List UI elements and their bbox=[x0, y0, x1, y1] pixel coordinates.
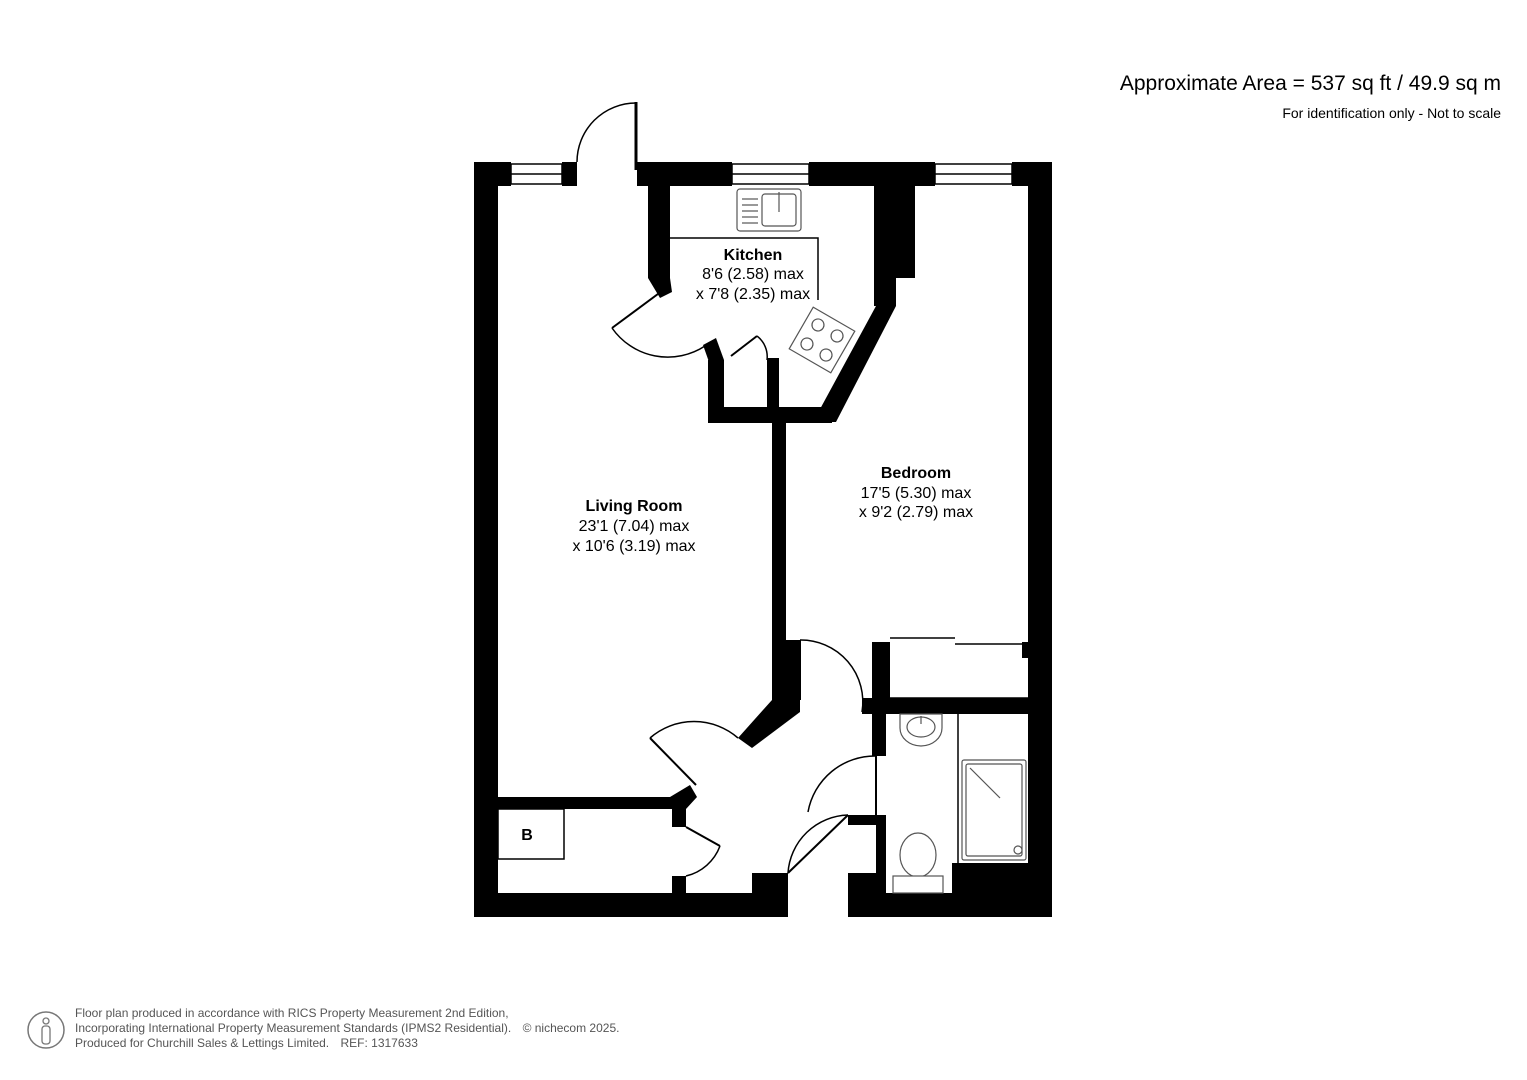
area-title: Approximate Area = 537 sq ft / 49.9 sq m bbox=[1119, 72, 1501, 95]
basin-icon bbox=[899, 713, 943, 747]
bedroom-name: Bedroom bbox=[881, 465, 951, 482]
windows bbox=[510, 163, 1013, 185]
copyright: © nichecom 2025. bbox=[522, 1021, 620, 1035]
room-living: Living Room 23'1 (7.04) max x 10'6 (3.19… bbox=[572, 498, 695, 555]
toilet-icon bbox=[892, 832, 944, 894]
footer-line3: Produced for Churchill Sales & Lettings … bbox=[75, 1036, 330, 1050]
doors bbox=[497, 102, 1028, 877]
scale-note: For identification only - Not to scale bbox=[1282, 105, 1501, 121]
sink-icon bbox=[736, 188, 802, 232]
living-dim1: 23'1 (7.04) max bbox=[579, 518, 690, 535]
walls bbox=[474, 162, 1052, 917]
footer: Floor plan produced in accordance with R… bbox=[75, 1006, 619, 1051]
living-name: Living Room bbox=[586, 498, 683, 515]
bedroom-dim1: 17'5 (5.30) max bbox=[861, 485, 972, 502]
hob-icon bbox=[788, 306, 856, 374]
footer-line2: Incorporating International Property Mea… bbox=[75, 1021, 512, 1035]
footer-line1: Floor plan produced in accordance with R… bbox=[75, 1006, 509, 1020]
bedroom-dim2: x 9'2 (2.79) max bbox=[859, 504, 973, 521]
kitchen-dim2: x 7'8 (2.35) max bbox=[696, 286, 810, 303]
reference: REF: 1317633 bbox=[340, 1036, 418, 1050]
boiler-label: B bbox=[521, 827, 533, 844]
kitchen-dim1: 8'6 (2.58) max bbox=[702, 266, 804, 283]
kitchen-name: Kitchen bbox=[724, 247, 783, 264]
living-dim2: x 10'6 (3.19) max bbox=[572, 538, 695, 555]
room-bedroom: Bedroom 17'5 (5.30) max x 9'2 (2.79) max bbox=[859, 465, 973, 521]
person-icon bbox=[27, 1011, 65, 1049]
room-kitchen: Kitchen 8'6 (2.58) max x 7'8 (2.35) max bbox=[696, 247, 810, 303]
shower-icon bbox=[961, 759, 1027, 861]
